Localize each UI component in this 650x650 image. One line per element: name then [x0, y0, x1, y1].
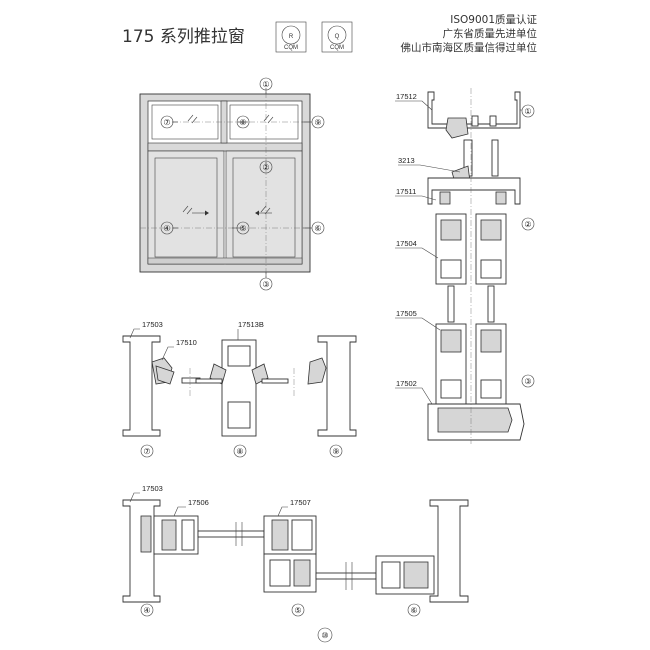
code-17502: 17502	[396, 379, 417, 388]
code-17505: 17505	[396, 309, 417, 318]
vertical-section	[395, 88, 525, 444]
code-17510: 17510	[176, 338, 197, 347]
section-marker-8: ⑧	[236, 447, 243, 456]
cert-line-1: ISO9001质量认证	[450, 13, 537, 26]
section-marker-3: ③	[524, 377, 531, 386]
code-17513b: 17513B	[238, 320, 264, 329]
marker-6: ⑥	[314, 224, 321, 233]
code-17503-b: 17503	[142, 484, 163, 493]
sections-7-8-9-labels: 17503 17510 17513B ⑦ ⑧ ⑨	[140, 320, 343, 458]
section-marker-7: ⑦	[143, 447, 150, 456]
logo-q-mark: Q	[335, 34, 340, 40]
marker-2: ②	[262, 163, 269, 172]
code-17503-a: 17503	[142, 320, 163, 329]
sections-7-8-9	[122, 328, 357, 437]
section-marker-6: ⑥	[410, 606, 417, 615]
marker-4: ④	[163, 224, 170, 233]
code-17511: 17511	[396, 187, 416, 196]
code-17512: 17512	[396, 92, 417, 101]
r-certification-logo: R CQM	[275, 21, 307, 53]
section-marker-2: ②	[524, 220, 531, 229]
section-marker-4: ④	[143, 606, 150, 615]
logo-q-caption: CQM	[330, 45, 344, 51]
q-certification-logo: Q CQM	[321, 21, 353, 53]
sections-4-5-6-labels: 17503 17506 17507 ④ ⑤ ⑥	[140, 484, 421, 617]
vertical-section-labels: 17512 3213 17511 17504 17505 17502 ① ② ③	[396, 92, 535, 388]
elevation-markers: ① ② ③ ④ ⑤ ⑥ ⑦ ⑧ ⑨	[160, 77, 325, 291]
logo-r-caption: CQM	[284, 45, 298, 51]
code-3213: 3213	[398, 156, 415, 165]
code-17504: 17504	[396, 239, 417, 248]
section-marker-1: ①	[524, 107, 531, 116]
marker-5: ⑤	[239, 224, 246, 233]
section-marker-9: ⑨	[332, 447, 339, 456]
code-17506: 17506	[188, 498, 209, 507]
section-marker-5: ⑤	[294, 606, 301, 615]
slide-right-arrow-icon	[192, 210, 209, 216]
window-elevation	[139, 88, 312, 278]
code-17507: 17507	[290, 498, 311, 507]
cert-line-3: 佛山市南海区质量信得过单位	[401, 41, 538, 54]
marker-9: ⑨	[314, 118, 321, 127]
marker-3: ③	[262, 280, 269, 289]
page-number: ⑩	[321, 631, 328, 640]
logo-r-mark: R	[289, 34, 294, 40]
marker-1: ①	[262, 80, 269, 89]
sections-4-5-6	[122, 492, 469, 603]
page-title: 175 系列推拉窗	[122, 27, 245, 47]
cert-line-2: 广东省质量先进单位	[443, 27, 538, 40]
slide-left-arrow-icon	[255, 210, 272, 216]
marker-8: ⑧	[239, 118, 246, 127]
marker-7: ⑦	[163, 118, 170, 127]
